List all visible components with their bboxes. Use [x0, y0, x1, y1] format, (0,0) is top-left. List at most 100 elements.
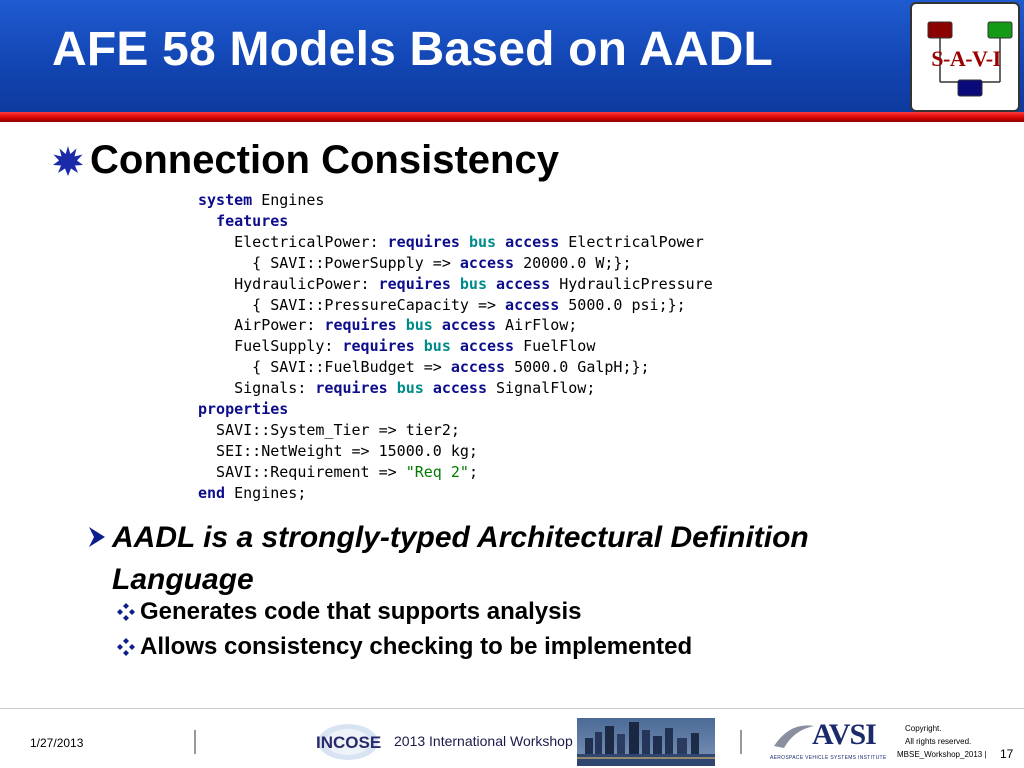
page-number: 17 — [1000, 747, 1014, 761]
code-token: SignalFlow; — [487, 379, 596, 398]
code-token — [496, 233, 505, 251]
footer-divider — [740, 730, 742, 754]
code-token: requires — [342, 337, 415, 356]
document-label: MBSE_Workshop_2013 | — [897, 750, 987, 759]
code-token: access — [505, 232, 560, 251]
bullet-heading: Connection Consistency — [90, 138, 559, 182]
sub-bullet-aadl: AADL is a strongly-typed Architectural D… — [86, 517, 946, 601]
sub-sub-bullet-1-text: Generates code that supports analysis — [140, 598, 582, 625]
diamond-bullet-icon — [117, 638, 135, 656]
code-token: requires — [378, 274, 451, 293]
code-token: system — [198, 191, 253, 209]
footer-date: 1/27/2013 — [30, 736, 84, 750]
code-token: FuelSupply: — [198, 337, 343, 356]
main-bullet: Connection Consistency — [52, 138, 559, 183]
code-token: features — [216, 211, 289, 230]
code-token — [198, 212, 216, 230]
code-token — [433, 316, 442, 334]
code-token: access — [459, 337, 515, 356]
code-line: end Engines; — [198, 484, 306, 502]
savi-logo-graphic — [927, 21, 1013, 97]
code-token — [424, 379, 433, 397]
code-line: SAVI::System_Tier => tier2; — [198, 421, 460, 439]
footer-separator — [0, 708, 1024, 709]
code-token: { SAVI::PressureCapacity => — [198, 295, 506, 314]
code-token: { SAVI::FuelBudget => — [198, 358, 451, 377]
code-token — [460, 233, 469, 251]
code-token — [397, 316, 406, 334]
copyright-line-2: All rights reserved. — [905, 737, 972, 746]
sub-sub-bullet-2: Allows consistency checking to be implem… — [116, 633, 692, 661]
code-token: 5000.0 psi;}; — [559, 295, 686, 314]
code-token: bus — [396, 379, 424, 398]
code-token: Engines; — [225, 483, 307, 502]
code-token: ; — [468, 462, 478, 481]
savi-logo-text: S-A-V-I — [931, 46, 1001, 71]
code-line: HydraulicPower: requires bus access Hydr… — [198, 275, 713, 293]
code-line: properties — [198, 400, 288, 418]
code-token: FuelFlow — [514, 337, 596, 356]
code-token: HydraulicPressure — [550, 274, 713, 293]
code-line: Signals: requires bus access SignalFlow; — [198, 379, 595, 397]
copyright-notice: Copyright. All rights reserved. — [905, 722, 971, 748]
code-token: ElectricalPower: — [198, 232, 388, 251]
city-skyline-image — [577, 718, 715, 766]
code-token: 20000.0 W;}; — [514, 253, 632, 272]
title-underline — [0, 112, 1024, 122]
code-token: bus — [423, 337, 451, 356]
code-token — [388, 379, 397, 397]
code-token: bus — [468, 232, 497, 251]
code-line: { SAVI::PowerSupply => access 20000.0 W;… — [198, 253, 632, 272]
sub-sub-bullet-1: Generates code that supports analysis — [116, 598, 581, 626]
code-token: AirFlow; — [496, 316, 578, 335]
incose-logo-icon — [318, 724, 378, 760]
copyright-line-1: Copyright. — [905, 724, 942, 733]
code-line: ElectricalPower: requires bus access Ele… — [198, 233, 704, 251]
code-line: features — [198, 212, 288, 230]
code-token: requires — [315, 379, 388, 398]
code-token: SAVI::Requirement => — [198, 462, 406, 481]
avsi-logo-subtitle: AEROSPACE VEHICLE SYSTEMS INSTITUTE — [770, 755, 887, 761]
code-token — [415, 337, 424, 355]
code-line: SEI::NetWeight => 15000.0 kg; — [198, 442, 478, 460]
code-token: access — [496, 274, 551, 293]
code-token: access — [432, 379, 487, 398]
title-bar: AFE 58 Models Based on AADL — [0, 0, 1024, 112]
code-token: SEI::NetWeight => 15000.0 kg; — [198, 441, 478, 460]
aadl-code-block: system Engines features ElectricalPower:… — [198, 190, 713, 504]
code-token: ElectricalPower — [559, 232, 704, 251]
code-line: { SAVI::FuelBudget => access 5000.0 Galp… — [198, 358, 650, 377]
sub-bullet-aadl-text: AADL is a strongly-typed Architectural D… — [112, 521, 809, 596]
code-token: access — [505, 295, 560, 314]
code-token: end — [198, 483, 226, 502]
savi-logo: S-A-V-I — [910, 2, 1020, 112]
code-line: FuelSupply: requires bus access FuelFlow — [198, 337, 595, 355]
slide-title: AFE 58 Models Based on AADL — [52, 23, 774, 76]
code-token — [487, 275, 496, 293]
code-token: HydraulicPower: — [198, 274, 379, 293]
code-line: { SAVI::PressureCapacity => access 5000.… — [198, 296, 686, 314]
starburst-bullet-icon — [53, 145, 83, 176]
code-line: system Engines — [198, 191, 324, 209]
avsi-logo-text: AVSI — [812, 718, 877, 751]
footer-divider — [194, 730, 196, 754]
code-token: 5000.0 GalpH;}; — [505, 358, 650, 377]
sub-sub-bullet-2-text: Allows consistency checking to be implem… — [140, 633, 693, 660]
code-token: access — [450, 358, 506, 377]
code-token: AirPower: — [198, 316, 325, 335]
arrow-bullet-icon — [89, 527, 105, 547]
incose-logo-text: INCOSE — [316, 733, 382, 752]
code-token: access — [459, 253, 515, 272]
code-token — [451, 275, 460, 293]
code-line: AirPower: requires bus access AirFlow; — [198, 316, 577, 334]
code-token: Signals: — [198, 379, 316, 398]
avsi-logo-icon — [774, 725, 814, 748]
diamond-bullet-icon — [117, 603, 135, 621]
code-token — [451, 337, 460, 355]
code-token: requires — [324, 316, 397, 335]
code-token: Engines — [252, 191, 325, 209]
code-token: requires — [387, 232, 460, 251]
code-token: bus — [405, 316, 433, 335]
code-token: access — [441, 316, 497, 335]
code-line: SAVI::Requirement => "Req 2"; — [198, 463, 478, 481]
